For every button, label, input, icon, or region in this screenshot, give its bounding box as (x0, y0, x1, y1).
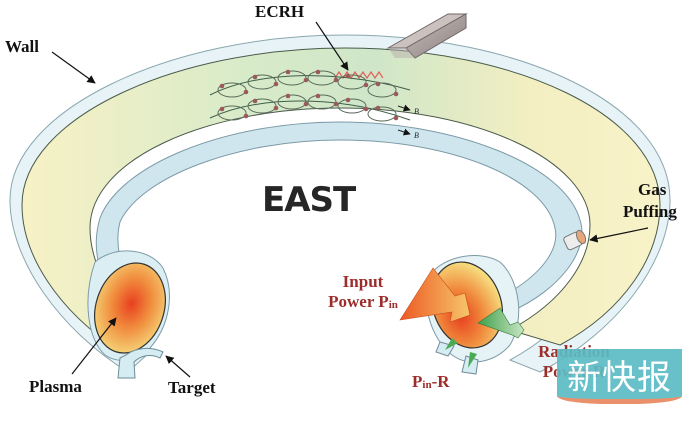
diagram-title: EAST (262, 180, 356, 220)
left-plasma (94, 262, 166, 354)
input-power-subscript: in (388, 299, 398, 311)
ecrh-pointer-arrow (315, 21, 349, 71)
wall-label: Wall (5, 37, 40, 56)
input-power-arrow (399, 267, 471, 323)
field-lines (209, 69, 411, 122)
b-arrow-1 (397, 104, 411, 112)
pin-r-arrow-1 (445, 338, 458, 350)
b-label-1: B (414, 107, 419, 116)
input-power-main: Power P (328, 292, 389, 311)
plasma-label: Plasma (29, 377, 82, 396)
radiation-power-arrow (477, 307, 525, 339)
xinkuaibao-watermark: 新快报 (557, 349, 682, 404)
gas-puffing-label-line1: Gas (638, 180, 667, 199)
plasma-pointer-arrow (71, 317, 117, 375)
ecrh-wave (334, 70, 384, 80)
pin-r-label: Pin-R (412, 372, 450, 394)
pin-r-main: P (412, 372, 423, 391)
gas-puffing-label-line2: Puffing (623, 202, 677, 221)
wall-pointer-arrow (51, 51, 96, 84)
target-label: Target (168, 378, 216, 397)
input-power-label: Input Power Pin (323, 272, 403, 314)
ecrh-waveguide (386, 13, 468, 59)
pin-r-arrow-2 (468, 352, 477, 368)
b-label-2: B (414, 131, 419, 140)
pin-r-subscript: in (422, 379, 432, 391)
input-power-label-line2: Power Pin (323, 292, 403, 314)
b-arrow-2 (397, 128, 411, 136)
gas-puffing-valve (563, 229, 587, 251)
gas-puffing-pointer-arrow (589, 227, 649, 243)
ecrh-label: ECRH (255, 2, 305, 21)
gas-puffing-label: Gas (638, 180, 666, 200)
pin-r-tail: -R (431, 372, 450, 391)
left-divertor-target (117, 347, 164, 379)
target-pointer-arrow (165, 355, 191, 378)
torus-body (21, 47, 661, 351)
input-power-label-line1: Input (342, 272, 384, 291)
